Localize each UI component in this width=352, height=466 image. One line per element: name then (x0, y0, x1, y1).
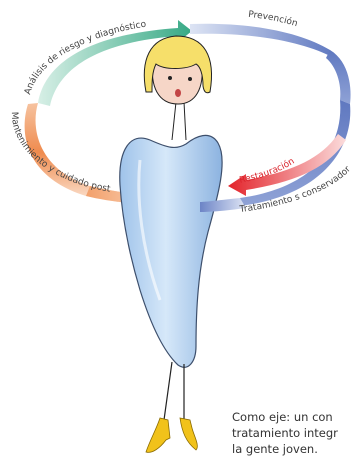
left-eye (168, 76, 172, 80)
label-maintenance: Mantenimiento y cuidado posterior (0, 0, 111, 195)
tooth-character (120, 36, 222, 452)
label-prevention: Prevención (248, 10, 299, 29)
left-shoe (146, 418, 170, 452)
cycle-ring-front (200, 100, 350, 212)
caption-line-3: la gente joven. (232, 441, 352, 457)
caption: Como eje: un con tratamiento integr la g… (232, 409, 352, 457)
neck (172, 102, 186, 140)
right-shoe (180, 418, 197, 450)
caption-line-2: tratamiento integr (232, 425, 352, 441)
mouth (175, 89, 181, 97)
right-eye (188, 77, 192, 81)
tooth-body (120, 135, 222, 367)
prevention-arrow (190, 24, 334, 58)
legs (164, 362, 184, 420)
caption-line-1: Como eje: un con (232, 409, 352, 425)
prevention-arrow-right (326, 50, 351, 104)
